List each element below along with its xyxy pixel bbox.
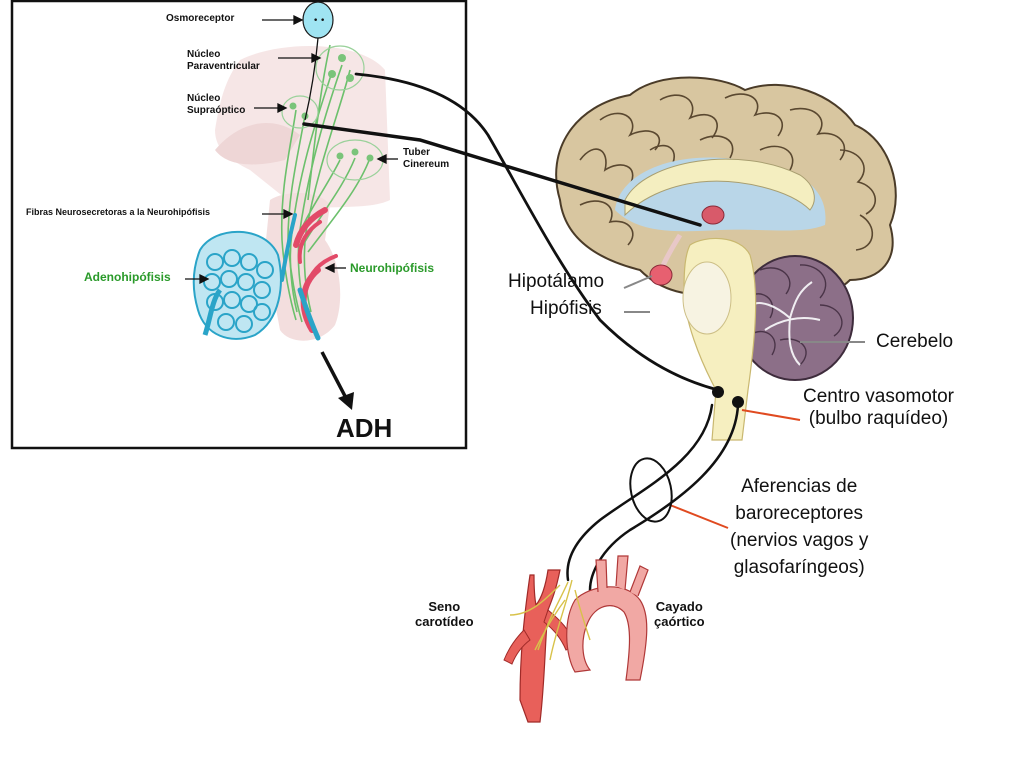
label-tuber-cinereum: Tuber Cinereum	[403, 147, 449, 170]
nerve-fibers-yellow	[509, 579, 591, 661]
label-osmoreceptor: Osmoreceptor	[166, 13, 235, 24]
label-seno-line2: carotídeo	[415, 613, 474, 629]
connecting-nerves	[302, 72, 740, 592]
label-cayado-line2: çaórtico	[654, 613, 705, 629]
inset-vessels	[280, 207, 338, 341]
label-leaders	[623, 275, 865, 343]
label-supraoptic: Núcleo Supraóptico	[187, 93, 245, 116]
label-cayado-aortico: Cayado çaórtico	[654, 599, 705, 630]
label-centro-line2: (bulbo raquídeo)	[808, 407, 949, 429]
label-seno-line1: Seno	[428, 599, 461, 614]
adenohypophysis-network	[203, 249, 274, 333]
label-hipofisis: Hipófisis	[530, 298, 602, 319]
label-paraventricular: Núcleo Paraventricular	[187, 49, 260, 72]
hypothalamus-marker	[701, 205, 725, 225]
nerve-node-left	[712, 386, 724, 398]
label-tuber-line1: Tuber	[403, 147, 431, 158]
label-paraventricular-line1: Núcleo	[187, 49, 221, 60]
pons	[682, 261, 732, 335]
label-cerebelo: Cerebelo	[876, 331, 954, 352]
label-aferencias-line4: glasofaríngeos)	[733, 556, 865, 578]
aorta-top-branches	[595, 555, 649, 597]
label-adh: ADH	[336, 413, 393, 443]
label-tuber-line2: Cinereum	[403, 158, 450, 170]
corpus-callosum	[624, 158, 815, 217]
aferencias-leader	[669, 504, 729, 529]
portal-vessel-blue	[202, 288, 223, 336]
carotid-branch-left	[503, 629, 531, 665]
inset-arrows	[185, 14, 398, 285]
cerebellum-folia	[744, 264, 843, 366]
label-supraoptic-line1: Núcleo	[187, 93, 221, 104]
label-neurohipofisis: Neurohipófisis	[350, 261, 435, 275]
label-fibras: Fibras Neurosecretoras a la Neurohipófis…	[26, 207, 211, 217]
label-aferencias-line3: (nervios vagos y	[730, 529, 869, 551]
adenohypophysis-shape	[192, 230, 282, 340]
pituitary-marker	[649, 264, 673, 286]
svg-text:•: •	[313, 16, 318, 26]
brain-gyri	[579, 93, 877, 251]
label-aferencias-line1: Aferencias de	[741, 476, 858, 497]
label-centro-line1: Centro vasomotor	[803, 386, 955, 407]
svg-text:•: •	[320, 16, 325, 26]
osmoreceptor-axon	[304, 37, 319, 121]
label-adenohipofisis: Adenohipófisis	[84, 270, 171, 284]
aortic-arch	[566, 586, 648, 681]
pituitary-stalk	[265, 193, 341, 341]
label-aferencias: Aferencias de baroreceptores (nervios va…	[730, 474, 868, 582]
optic-region	[215, 123, 300, 165]
label-supraoptic-line2: Supraóptico	[187, 104, 246, 116]
nerve-node-right	[732, 396, 744, 408]
arbor-vitae	[751, 281, 821, 366]
label-seno-carotideo: Seno carotídeo	[415, 599, 474, 630]
adh-arrow	[320, 351, 348, 399]
label-aferencias-line2: baroreceptores	[735, 502, 864, 524]
label-paraventricular-line2: Paraventricular	[187, 60, 260, 72]
label-centro-vasomotor: Centro vasomotor (bulbo raquídeo)	[803, 386, 954, 430]
nerve-bundle-ring	[629, 457, 673, 523]
centro-leader	[741, 409, 801, 421]
label-hipotalamo: Hipotálamo	[508, 271, 605, 292]
label-cayado-line1: Cayado	[655, 599, 703, 614]
